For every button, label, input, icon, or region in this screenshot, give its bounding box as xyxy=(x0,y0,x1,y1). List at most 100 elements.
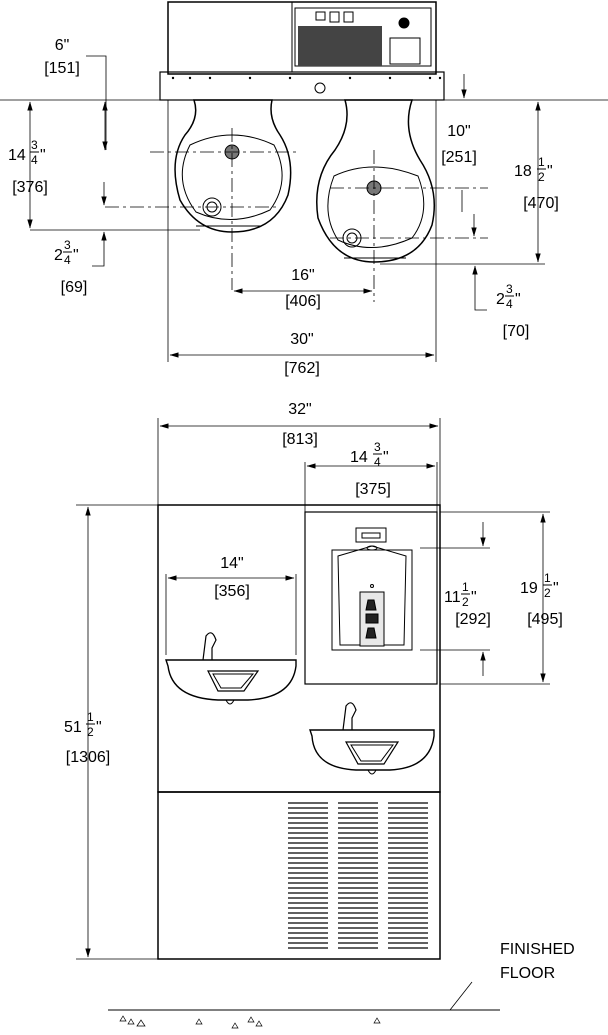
filler-nozzle-icon xyxy=(366,545,378,551)
svg-text:2: 2 xyxy=(538,170,545,184)
dim-19-1-2: 19 1 2 " xyxy=(520,571,559,600)
right-bubbler xyxy=(342,702,357,731)
svg-text:4: 4 xyxy=(31,153,38,167)
dim-14-3-4-mm: [376] xyxy=(12,179,48,196)
svg-text:3: 3 xyxy=(64,238,71,252)
dim-2-3-4-left-mm: [69] xyxy=(61,279,88,296)
dim-18-1-2-mm: [470] xyxy=(523,195,559,212)
dim-11-1-2: 11 1 2 " xyxy=(444,580,477,609)
svg-text:": " xyxy=(40,147,46,164)
dim-14-3-4-front: 14 3 4 " xyxy=(350,440,389,469)
vent-grille xyxy=(298,26,382,66)
dim-10in: 10" xyxy=(447,123,470,140)
front-view-labels: 32" [813] 14 3 4 " [375] 14" [356] 11 1 … xyxy=(64,401,575,982)
top-view-labels: 6" [151] 14 3 4 " [376] 2 3 4 " [69] 10"… xyxy=(8,37,559,377)
dim-14in-mm: [356] xyxy=(214,583,250,600)
floor-leader xyxy=(449,981,473,1011)
svg-text:2: 2 xyxy=(496,291,505,308)
dim-32in: 32" xyxy=(288,401,311,418)
svg-text:2: 2 xyxy=(54,247,63,264)
dim-14-3-4: 14 3 4 " xyxy=(8,138,46,167)
indicator-3-icon xyxy=(343,11,354,23)
front-extension-lines xyxy=(76,418,550,960)
svg-text:1: 1 xyxy=(538,155,545,169)
svg-text:3: 3 xyxy=(31,138,38,152)
mount-holes xyxy=(171,76,442,80)
left-fountain-bowl xyxy=(165,659,297,701)
svg-text:1: 1 xyxy=(544,571,551,585)
front-view xyxy=(76,418,550,1029)
svg-text:": " xyxy=(73,247,79,264)
svg-text:18: 18 xyxy=(514,163,532,180)
dim-18-1-2: 18 1 2 " xyxy=(514,155,553,184)
svg-text:": " xyxy=(96,719,102,736)
cabinet-lower xyxy=(157,791,441,960)
svg-text:": " xyxy=(515,291,521,308)
indicator-2-icon xyxy=(329,11,340,23)
filler-sensor xyxy=(355,527,387,543)
bottle-icon-2 xyxy=(365,627,377,639)
dim-30in: 30" xyxy=(290,331,313,348)
drain-fitting-icon xyxy=(314,82,326,94)
dim-51-1-2: 51 1 2 " xyxy=(64,710,102,739)
svg-text:11: 11 xyxy=(444,589,461,606)
right-bowl-grille-inner xyxy=(350,744,394,762)
svg-text:51: 51 xyxy=(64,719,82,736)
svg-text:2: 2 xyxy=(544,586,551,600)
svg-text:": " xyxy=(553,580,559,597)
svg-text:": " xyxy=(547,163,553,180)
right-bowl-grille xyxy=(344,741,400,765)
top-dimension-lines xyxy=(27,74,541,358)
svg-text:14: 14 xyxy=(350,449,368,466)
left-bubbler xyxy=(202,632,217,661)
svg-text:4: 4 xyxy=(506,297,513,311)
filler-sensor-inner xyxy=(361,532,381,539)
svg-text:4: 4 xyxy=(64,253,71,267)
right-drain-tail xyxy=(367,769,377,775)
bottle-filler-frame xyxy=(304,511,438,685)
floor-hatch xyxy=(119,1015,381,1029)
right-fountain-bowl xyxy=(309,729,435,771)
dim-51-1-2-mm: [1306] xyxy=(66,749,110,766)
dim-2-3-4-right: 2 3 4 " xyxy=(496,282,521,311)
cabinet-upper xyxy=(157,504,441,793)
svg-text:2: 2 xyxy=(462,595,469,609)
dim-14in: 14" xyxy=(220,555,243,572)
svg-text:19: 19 xyxy=(520,580,538,597)
finished-floor-label-2: FLOOR xyxy=(500,965,555,982)
dim-6in: 6" xyxy=(55,37,70,54)
filler-face xyxy=(337,545,407,646)
dim-32in-mm: [813] xyxy=(282,431,318,448)
svg-text:14: 14 xyxy=(8,147,26,164)
counter-icon xyxy=(365,613,379,624)
top-centerlines xyxy=(105,128,488,302)
dim-16in-mm: [406] xyxy=(285,293,321,310)
svg-text:4: 4 xyxy=(374,455,381,469)
outlet-box xyxy=(389,37,421,65)
chassis-outline xyxy=(167,1,437,75)
dim-14-3-4-front-mm: [375] xyxy=(355,481,391,498)
svg-text:2: 2 xyxy=(87,725,94,739)
front-dimension-lines xyxy=(85,423,546,958)
left-bowl-grille xyxy=(207,670,260,692)
left-drain-icon xyxy=(202,197,222,217)
dim-16in: 16" xyxy=(291,267,314,284)
knob-icon xyxy=(398,17,410,29)
indicator-1-icon xyxy=(315,11,326,21)
finished-floor-label-1: FINISHED xyxy=(500,941,575,958)
filler-led-icon xyxy=(370,584,374,588)
dim-2-3-4-right-mm: [70] xyxy=(503,323,530,340)
left-bowl-grille-inner xyxy=(212,673,255,689)
svg-text:": " xyxy=(383,449,389,466)
dim-30in-mm: [762] xyxy=(284,360,320,377)
left-drain-tail xyxy=(225,699,235,705)
dim-19-1-2-mm: [495] xyxy=(527,611,563,628)
svg-text:1: 1 xyxy=(462,580,469,594)
top-extension-lines xyxy=(30,55,545,362)
left-bowl-outline xyxy=(174,99,292,233)
top-view xyxy=(0,1,608,362)
bottle-icon-1 xyxy=(365,599,377,611)
right-bowl-inner xyxy=(327,166,425,249)
dim-6in-mm: [151] xyxy=(44,60,80,77)
